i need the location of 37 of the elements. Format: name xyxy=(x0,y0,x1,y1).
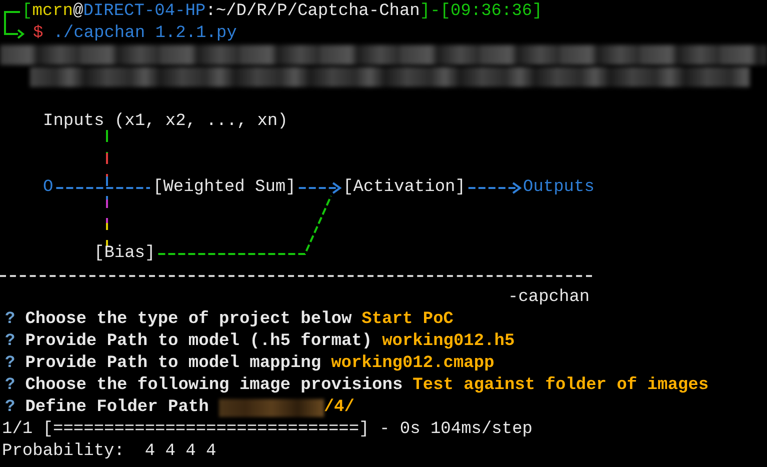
connector-line xyxy=(106,130,108,246)
prompt-question: Provide Path to model (.h5 format) xyxy=(25,331,372,353)
timestamp: ]-[09:36:36] xyxy=(420,1,542,23)
question-mark: ? xyxy=(5,331,16,353)
connector-line xyxy=(158,196,332,255)
output-text: Probability: 4 4 4 4 xyxy=(2,441,216,463)
hostname: DIRECT-04-HP xyxy=(83,1,206,23)
command-text: ./capchan 1.2.1.py xyxy=(53,23,237,45)
prompt-question: Provide Path to model mapping xyxy=(25,353,322,375)
process-label: [Weighted Sum] xyxy=(153,177,296,199)
prompt-question: Choose the following image provisions xyxy=(25,375,403,397)
question-mark: ? xyxy=(5,309,16,331)
prompt-answer: Test against folder of images xyxy=(412,375,709,397)
origin-label: O xyxy=(43,177,54,199)
folder-path: /4/ xyxy=(324,397,354,419)
at-sign: @ xyxy=(73,1,84,23)
connector-line xyxy=(56,187,150,189)
arrow xyxy=(468,182,521,194)
directory-path: :~/D/R/P/Captcha-Chan xyxy=(206,1,420,23)
username: mcrn xyxy=(32,1,74,23)
question-mark: ? xyxy=(5,375,16,397)
output-label: Outputs xyxy=(523,177,594,199)
prompt-question: Choose the type of project below xyxy=(25,309,352,331)
bias-label: [Bias] xyxy=(94,243,156,265)
prompt-answer: working012.h5 xyxy=(382,331,515,353)
prompt-symbol: $ xyxy=(33,23,44,45)
progress-bar-text: 1/1 [==============================] - 0s 104ms/step xyxy=(2,419,532,441)
question-mark: ? xyxy=(5,353,16,375)
arrow xyxy=(298,182,341,194)
prompt-answer: working012.cmapp xyxy=(331,353,494,375)
prompt-answer: Start PoC xyxy=(362,309,454,331)
input-label: Inputs (x1, x2, ..., xn) xyxy=(43,111,288,133)
process-label: [Activation] xyxy=(343,177,466,199)
banner-text: -capchan xyxy=(508,287,590,309)
question-mark: ? xyxy=(5,397,16,419)
prompt-question: Define Folder Path xyxy=(25,397,209,419)
prompt-bracket: [ xyxy=(22,1,32,23)
